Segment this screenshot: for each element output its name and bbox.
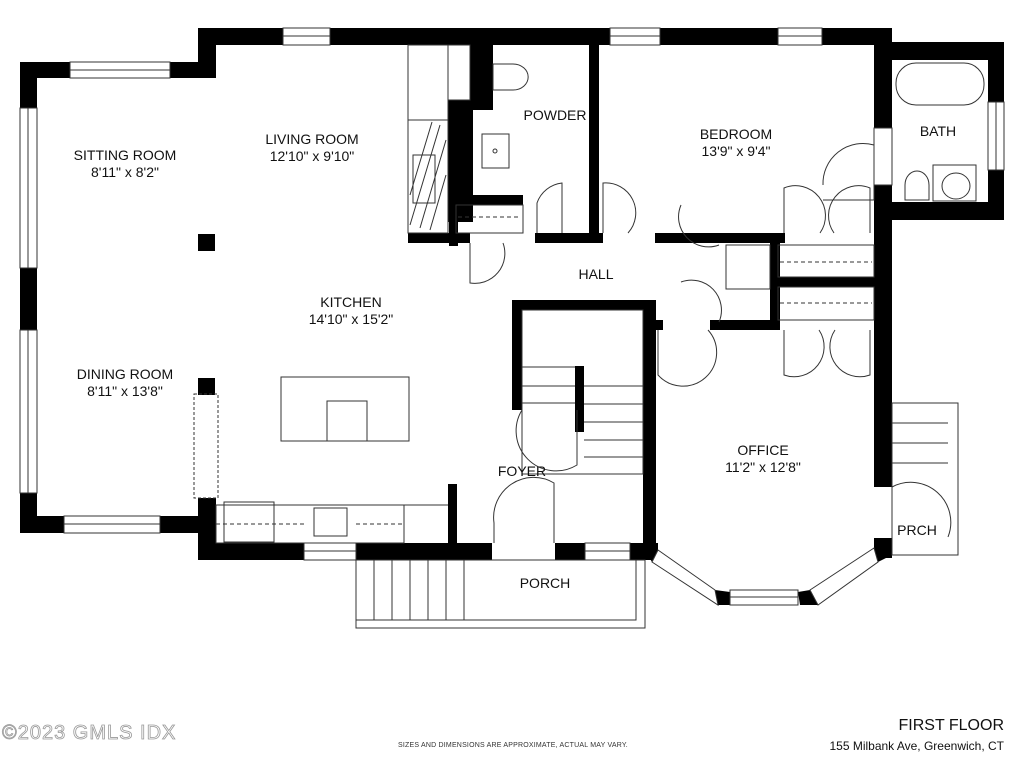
room-label-office: OFFICE 11'2" x 12'8" (725, 442, 801, 476)
room-name: SITTING ROOM (73, 147, 177, 163)
room-name: PRCH (897, 522, 937, 538)
room-name: POWDER (523, 107, 587, 123)
room-name: PORCH (519, 575, 571, 591)
exterior-walls (20, 28, 1004, 605)
floor-title: FIRST FLOOR (898, 717, 1005, 734)
room-label-hall: HALL (578, 266, 613, 283)
room-label-dining-room: DINING ROOM 8'11" x 13'8" (77, 366, 173, 400)
doors (469, 142, 952, 543)
watermark: ©2023 GMLS IDX (2, 722, 177, 745)
room-label-porch: PORCH (520, 575, 571, 592)
room-dimensions: 13'9" x 9'4" (701, 143, 771, 159)
room-dimensions: 12'10" x 9'10" (269, 148, 355, 164)
room-label-sitting-room: SITTING ROOM 8'11" x 8'2" (74, 147, 177, 181)
room-label-powder: POWDER (524, 107, 587, 124)
room-dimensions: 14'10" x 15'2" (308, 311, 394, 327)
room-name: OFFICE (737, 442, 789, 458)
room-name: KITCHEN (320, 294, 382, 310)
room-label-bath: BATH (920, 123, 956, 140)
small-markers (198, 234, 215, 251)
room-name: DINING ROOM (76, 366, 174, 382)
room-label-foyer: FOYER (498, 463, 546, 480)
room-label-prch: PRCH (897, 522, 937, 539)
windows (19, 27, 1005, 607)
room-label-bedroom: BEDROOM 13'9" x 9'4" (700, 126, 772, 160)
room-dimensions: 11'2" x 12'8" (725, 459, 801, 475)
room-dimensions: 8'11" x 8'2" (91, 164, 159, 180)
interior-walls (408, 28, 874, 550)
room-name: LIVING ROOM (265, 131, 359, 147)
room-name: HALL (578, 266, 614, 282)
fixtures (193, 44, 985, 629)
disclaimer: SIZES AND DIMENSIONS ARE APPROXIMATE, AC… (398, 742, 628, 749)
room-name: BEDROOM (699, 126, 773, 142)
room-dimensions: 8'11" x 13'8" (87, 383, 163, 399)
room-name: FOYER (497, 463, 547, 479)
room-label-living-room: LIVING ROOM 12'10" x 9'10" (265, 131, 358, 165)
room-label-kitchen: KITCHEN 14'10" x 15'2" (309, 294, 394, 328)
room-name: BATH (919, 123, 957, 139)
property-address: 155 Milbank Ave, Greenwich, CT (829, 739, 1004, 753)
